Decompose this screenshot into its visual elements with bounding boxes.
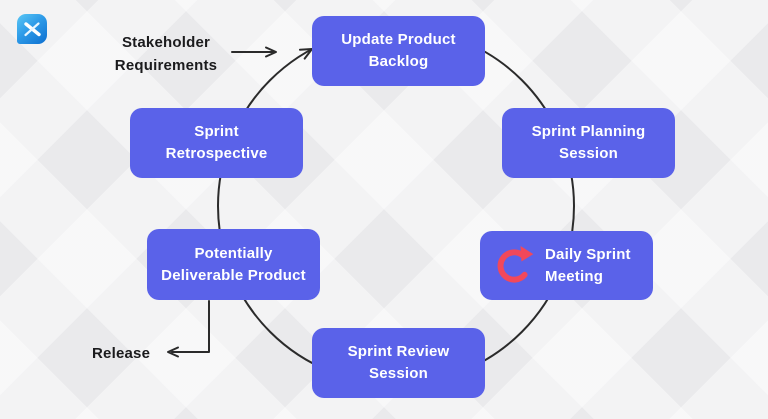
node-label-line: Potentially [194,244,273,262]
node-label-line: Sprint Review [347,343,450,360]
node-label-line: Deliverable Product [161,266,306,284]
node-daily-sprint-meeting: Daily Sprint Meeting [480,231,653,300]
node-label-line: Session [369,365,428,382]
app-logo [17,14,47,44]
node-sprint-planning-session: Sprint Planning Session [502,108,675,178]
annotation-release: Release [92,345,151,362]
node-label-line: Sprint [194,123,239,140]
release-arrow-icon [167,300,210,358]
node-label: Daily Sprint Meeting [545,244,631,288]
node-label-line: Retrospective [165,145,268,162]
refresh-icon [497,245,534,283]
annotation-line: Requirements [114,57,218,74]
node-update-product-backlog: Update Product Backlog [312,16,485,86]
stakeholder-arrow-icon [231,46,277,58]
node-sprint-retrospective: Sprint Retrospective [130,108,303,178]
node-label-line: Sprint Planning [531,123,646,140]
node-label-line: Backlog [368,53,429,70]
node-sprint-review-session: Sprint Review Session [312,328,485,398]
node-label-line: Update Product [341,31,456,48]
annotation-line: Stakeholder [121,34,211,51]
annotation-stakeholder-requirements: Stakeholder Requirements [103,31,229,77]
node-label-line: Meeting [545,267,604,285]
node-label-line: Daily Sprint [545,245,631,263]
x-logo-icon [24,22,41,37]
node-label-line: Session [559,145,618,162]
node-potentially-deliverable-product: Potentially Deliverable Product [147,229,320,300]
